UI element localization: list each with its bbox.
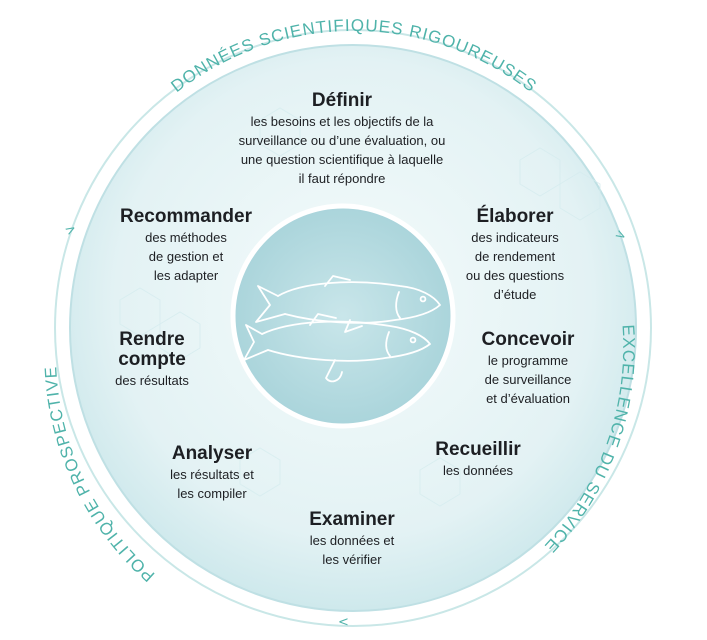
step-description: les adapter [154,268,219,283]
step-title: Analyser [172,443,253,464]
step-concevoir: Concevoir le programme de surveillance et d… [482,329,576,406]
step-definir: Définir les besoins et les objectifs de l… [239,90,446,186]
step-recueillir: Recueillir les données [435,439,521,478]
step-title: Élaborer [476,205,554,227]
step-description: les résultats et [170,467,254,482]
step-description: les besoins et les objectifs de la [251,114,435,129]
step-description: de gestion et [149,249,224,264]
step-description: et d’évaluation [486,391,570,406]
step-description: le programme [488,353,568,368]
step-title: Concevoir [482,329,576,350]
step-description: des indicateurs [471,230,559,245]
step-description: d’étude [494,287,537,302]
step-description: ou des questions [466,268,565,283]
step-title: compte [118,349,186,370]
arrow-bottom-icon: < [338,615,349,630]
step-description: les compiler [177,486,247,501]
step-description: de surveillance [485,372,572,387]
step-description: des méthodes [145,230,227,245]
step-recommander: Recommander des méthodes de gestion et les … [120,206,253,283]
step-description: de rendement [475,249,556,264]
step-analyser: Analyser les résultats et les compiler [170,443,254,501]
arrow-top-left-icon: > [63,221,80,239]
step-title: Rendre [119,329,184,350]
step-examiner: Examiner les données et les vérifier [309,509,395,567]
step-title: Recueillir [435,439,521,460]
cycle-steps: Définir les besoins et les objectifs de l… [115,90,575,567]
step-title: Recommander [120,206,253,227]
step-description: les données et [310,533,395,548]
step-title: Examiner [309,509,395,530]
step-description: il faut répondre [299,171,386,186]
step-description: surveillance ou d’une évaluation, ou [239,133,446,148]
inner-circle [230,203,456,429]
step-title: Définir [312,90,373,111]
hexagon-pattern [119,107,601,507]
step-elaborer: Élaborer des indicateurs de rendement ou de… [466,205,565,302]
step-description: une question scientifique à laquelle [241,152,443,167]
step-description: des résultats [115,373,189,388]
outer-ring [54,29,652,627]
step-description: les données [443,463,514,478]
step-description: les vérifier [322,552,382,567]
two-salmon-icon [243,275,441,383]
